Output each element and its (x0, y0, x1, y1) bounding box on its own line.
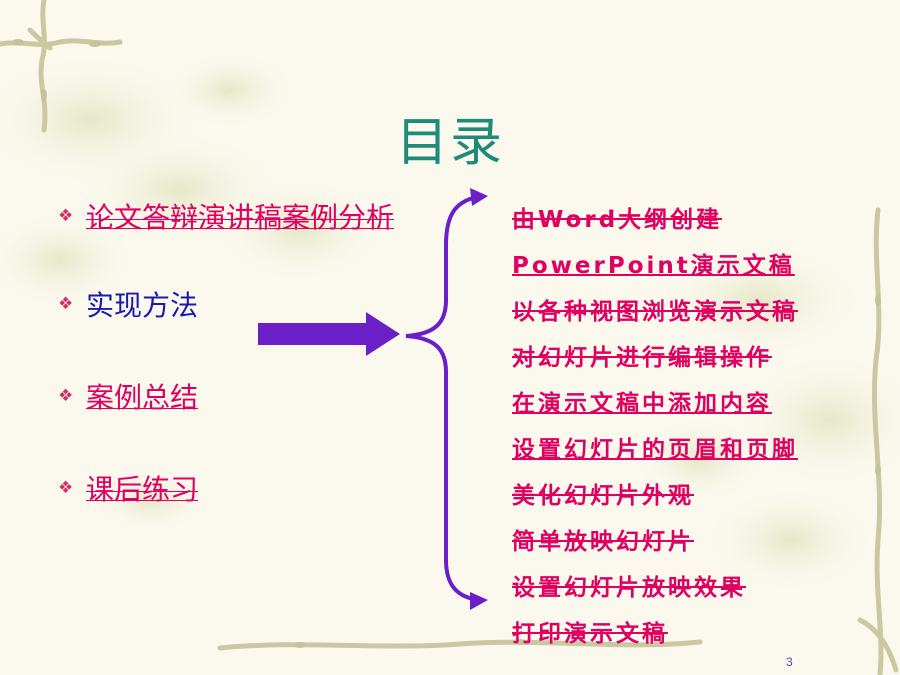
right-arrow-icon (258, 312, 400, 356)
submenu-item[interactable]: 由Word大纲创建 (512, 200, 723, 234)
submenu-item[interactable]: PowerPoint演示文稿 (512, 246, 795, 280)
menu-item-label[interactable]: 论文答辩演讲稿案例分析 (86, 196, 395, 236)
menu-item-summary[interactable]: ❖ 案例总结 (58, 376, 198, 420)
submenu-item-label[interactable]: 由Word大纲创建 (512, 200, 723, 234)
menu-item-label[interactable]: 实现方法 (86, 289, 199, 322)
submenu-item-label[interactable]: 设置幻灯片的页眉和页脚 (512, 437, 798, 463)
menu-item-label[interactable]: 案例总结 (86, 381, 199, 414)
submenu-item[interactable]: 在演示文稿中添加内容 (512, 384, 772, 418)
submenu-item-label[interactable]: 简单放映幻灯片 (512, 522, 694, 556)
submenu-item-label[interactable]: 美化幻灯片外观 (512, 476, 694, 510)
submenu-item-label[interactable]: 设置幻灯片放映效果 (512, 568, 746, 602)
submenu-item[interactable]: 以各种视图浏览演示文稿 (512, 292, 798, 326)
submenu-item[interactable]: 打印演示文稿 (512, 614, 668, 648)
curly-brace-icon (405, 194, 483, 602)
menu-item-label[interactable]: 课后练习 (86, 468, 199, 508)
submenu-item-label[interactable]: 在演示文稿中添加内容 (512, 391, 772, 417)
menu-item-implementation[interactable]: ❖ 实现方法 (58, 284, 198, 328)
submenu-item-label[interactable]: PowerPoint演示文稿 (512, 253, 795, 279)
diamond-bullet-icon: ❖ (58, 478, 74, 498)
menu-item-case-analysis[interactable]: ❖ 论文答辩演讲稿案例分析 (58, 196, 395, 240)
brace-bottom-arrowhead-icon (470, 592, 488, 610)
submenu-item-label[interactable]: 对幻灯片进行编辑操作 (512, 338, 772, 372)
page-number: 3 (786, 655, 793, 669)
submenu-item-label[interactable]: 以各种视图浏览演示文稿 (512, 292, 798, 326)
submenu-item-label[interactable]: 打印演示文稿 (512, 614, 668, 648)
submenu-item[interactable]: 设置幻灯片放映效果 (512, 568, 746, 602)
menu-item-exercises[interactable]: ❖ 课后练习 (58, 468, 199, 512)
diamond-bullet-icon: ❖ (58, 386, 74, 406)
diamond-bullet-icon: ❖ (58, 206, 74, 226)
page-title: 目录 (395, 113, 504, 173)
brace-top-arrowhead-icon (470, 188, 488, 206)
diamond-bullet-icon: ❖ (58, 294, 74, 314)
submenu-item[interactable]: 设置幻灯片的页眉和页脚 (512, 430, 798, 464)
submenu-item[interactable]: 美化幻灯片外观 (512, 476, 694, 510)
submenu-item[interactable]: 对幻灯片进行编辑操作 (512, 338, 772, 372)
submenu-item[interactable]: 简单放映幻灯片 (512, 522, 694, 556)
